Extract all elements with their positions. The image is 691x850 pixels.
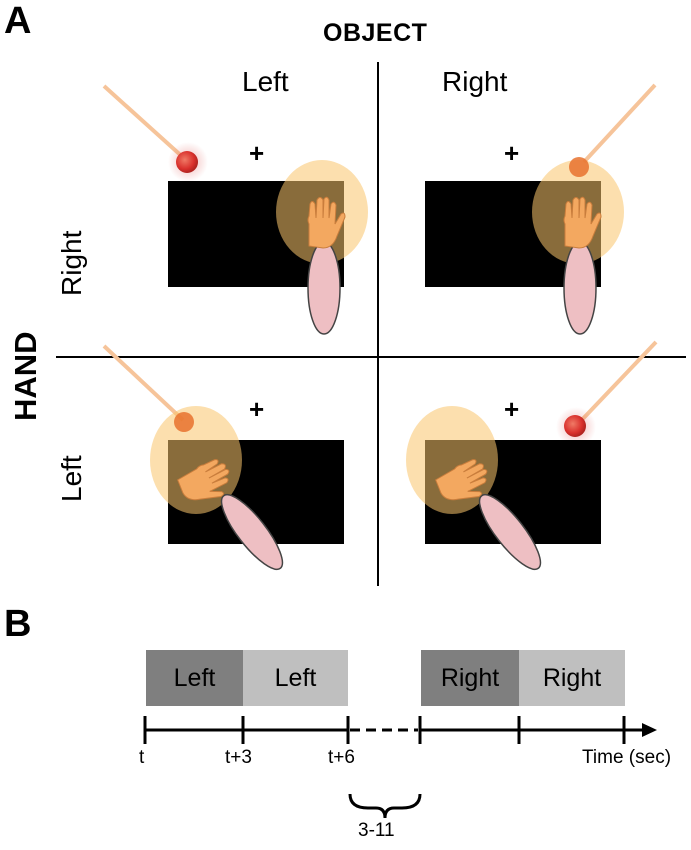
laser-line (102, 84, 188, 162)
object-header: OBJECT (323, 19, 428, 47)
laser-line (102, 344, 185, 422)
quadrant-right-hand-left-object (102, 84, 368, 335)
arm (220, 493, 284, 571)
column-label-left: Left (242, 66, 289, 97)
column-label-right: Right (442, 66, 508, 97)
laser-line (582, 83, 657, 164)
block-label: Right (440, 663, 500, 692)
fixation-cross: + (249, 138, 265, 168)
panel-b-letter: B (4, 603, 32, 645)
timeline-arrowhead (642, 723, 657, 737)
tick-label-t3: t+3 (225, 747, 252, 768)
quadrant-right-hand-right-object (425, 83, 657, 335)
block-right-2: Right (519, 650, 625, 706)
block-left-2: Left (243, 650, 348, 706)
laser-dot (569, 157, 589, 177)
gap-brace (348, 793, 422, 819)
arm (563, 241, 597, 335)
arm (478, 493, 542, 571)
quadrant-left-hand-left-object (102, 344, 344, 571)
fixation-cross: + (249, 394, 265, 424)
laser-dot (564, 415, 586, 437)
quadrant-left-hand-right-object (406, 340, 658, 571)
block-right-1: Right (421, 650, 519, 706)
block-label: Left (173, 663, 216, 692)
laser-dot (176, 151, 198, 173)
tick-label-t6: t+6 (328, 747, 355, 768)
block-label: Right (542, 663, 602, 692)
gap-label: 3-11 (358, 820, 395, 841)
timeline (143, 716, 657, 819)
arm (307, 241, 341, 335)
axis-label: Time (sec) (582, 747, 672, 768)
tick-label-t: t (139, 747, 145, 768)
laser-line (575, 340, 658, 427)
block-label: Left (274, 663, 317, 692)
fixation-cross: + (504, 394, 520, 424)
fixation-cross: + (504, 138, 520, 168)
block-left-1: Left (146, 650, 243, 706)
panel-a-letter: A (4, 0, 32, 42)
laser-dot (174, 412, 194, 432)
